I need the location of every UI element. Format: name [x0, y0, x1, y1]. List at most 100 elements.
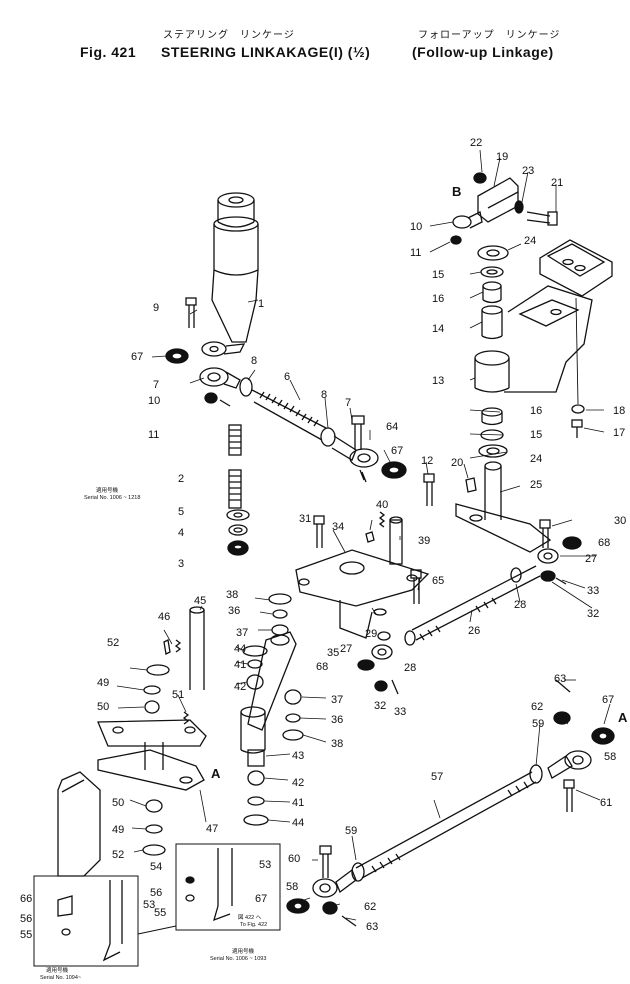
- part-label: 31: [299, 513, 311, 525]
- part-32-nut-right: [540, 570, 556, 582]
- bracket-housing-left: [57, 771, 101, 877]
- part-label: 59: [345, 825, 357, 837]
- part-label: 4: [178, 527, 184, 539]
- part-5-washer: [226, 509, 250, 521]
- part-28-nut-b: [404, 630, 416, 646]
- part-24-washer-top: [477, 245, 509, 261]
- inset-box-right: [175, 843, 281, 931]
- part-label: 53: [143, 899, 155, 911]
- part-label: 38: [226, 589, 238, 601]
- part-67-ball-joint-left: [165, 348, 189, 364]
- part-label: 61: [600, 797, 612, 809]
- part-label: 45: [194, 595, 206, 607]
- part-67-ball-joint-lower: [286, 898, 310, 914]
- part-label: 62: [364, 901, 376, 913]
- part-45-shaft: [189, 606, 205, 690]
- part-13-bracket: [474, 285, 593, 393]
- part-14-sleeve: [481, 305, 503, 340]
- part-label: 33: [394, 706, 406, 718]
- part-label: 46: [158, 611, 170, 623]
- note-jp: 図 422 へ: [238, 914, 262, 921]
- part-58-rod-end-upper: [547, 750, 592, 779]
- part-label: 60: [288, 853, 300, 865]
- part-label: 24: [530, 453, 542, 465]
- part-86-pin-upper: [365, 531, 375, 543]
- part-label: 37: [331, 694, 343, 706]
- part-26-rod: [411, 565, 541, 641]
- figure-label: Fig. 421: [80, 44, 137, 60]
- part-label: 66: [20, 893, 32, 905]
- note-serial-1094: Serial No. 1094~: [40, 975, 81, 981]
- part-34-lever-plate: [295, 549, 430, 639]
- part-46-spring: [174, 639, 182, 653]
- part-label: 20: [451, 457, 463, 469]
- part-label: 63: [554, 673, 566, 685]
- part-label: 52: [112, 849, 124, 861]
- part-number-labels: 1 2 3 4 5 6 7 7 8 8 9 10 10 11 11 12 13 …: [20, 137, 626, 941]
- part-label: 65: [432, 575, 444, 587]
- part-label: 7: [153, 379, 159, 391]
- note-jp: 適用号機: [96, 486, 119, 494]
- part-label: 23: [522, 165, 534, 177]
- part-label: 58: [604, 751, 616, 763]
- part-label: 32: [587, 608, 599, 620]
- part-label: 22: [470, 137, 482, 149]
- part-40-spring: [378, 511, 386, 528]
- part-label: 35: [327, 647, 339, 659]
- part-44-washer-bottom: [243, 814, 269, 826]
- part-7-rod-end-right: [331, 435, 379, 468]
- part-67-ball-joint-mid: [381, 461, 407, 479]
- part-8-nut-right: [320, 427, 336, 447]
- part-label: 15: [530, 429, 542, 441]
- part-38-washer-right: [282, 729, 304, 741]
- part-label: 57: [431, 771, 443, 783]
- part-21-bolt: [526, 211, 558, 226]
- part-label: 8: [251, 355, 257, 367]
- part-9-bolt: [185, 297, 197, 328]
- part-68-bolt-right: [562, 536, 582, 550]
- inset-box-left: [33, 875, 139, 967]
- part-44-washer-top: [242, 645, 268, 657]
- part-63-pin-upper: [555, 679, 571, 693]
- part-label: 39: [418, 535, 430, 547]
- part-label: 63: [366, 921, 378, 933]
- part-label: 27: [585, 553, 597, 565]
- part-label: 37: [236, 627, 248, 639]
- part-12-bolt: [423, 473, 435, 506]
- part-label: 62: [531, 701, 543, 713]
- jp-title-left: ステアリング リンケージ: [163, 30, 295, 41]
- part-label: 26: [468, 625, 480, 637]
- part-label: 67: [255, 893, 267, 905]
- part-59-nut-lower: [351, 862, 365, 882]
- part-15-ring-top: [480, 266, 504, 278]
- part-label: 68: [598, 537, 610, 549]
- part-label: 29: [365, 628, 377, 640]
- part-label: 52: [107, 637, 119, 649]
- part-67-ball-joint-upper: [591, 727, 615, 745]
- part-31-bolt: [313, 515, 325, 548]
- jp-title-right: フォローアップ リンケージ: [418, 30, 561, 41]
- part-label: 55: [154, 907, 166, 919]
- part-label: 44: [292, 817, 304, 829]
- part-label: 50: [112, 797, 124, 809]
- part-label: 16: [530, 405, 542, 417]
- marker-a-right: A: [618, 710, 628, 725]
- part-42-bushing-top: [246, 674, 264, 690]
- part-36-washer-right: [285, 713, 301, 723]
- figure-title: STEERING LINKAKAGE(I) (½): [161, 44, 371, 60]
- note-serial-1006-1218: Serial No. 1006 ~ 1218: [84, 495, 140, 501]
- part-label: 36: [228, 605, 240, 617]
- part-label: 5: [178, 506, 184, 518]
- part-label: 41: [292, 797, 304, 809]
- part-label: 49: [112, 824, 124, 836]
- part-32-nut-mid: [374, 680, 388, 692]
- part-label: 1: [258, 298, 264, 310]
- marker-b: B: [452, 184, 461, 199]
- part-63-pin-lower: [341, 915, 357, 927]
- part-11-nut-top: [450, 235, 462, 245]
- part-39-pin: [389, 516, 403, 565]
- part-6-tie-rod: [251, 389, 327, 441]
- part-59-nut-upper: [529, 764, 543, 784]
